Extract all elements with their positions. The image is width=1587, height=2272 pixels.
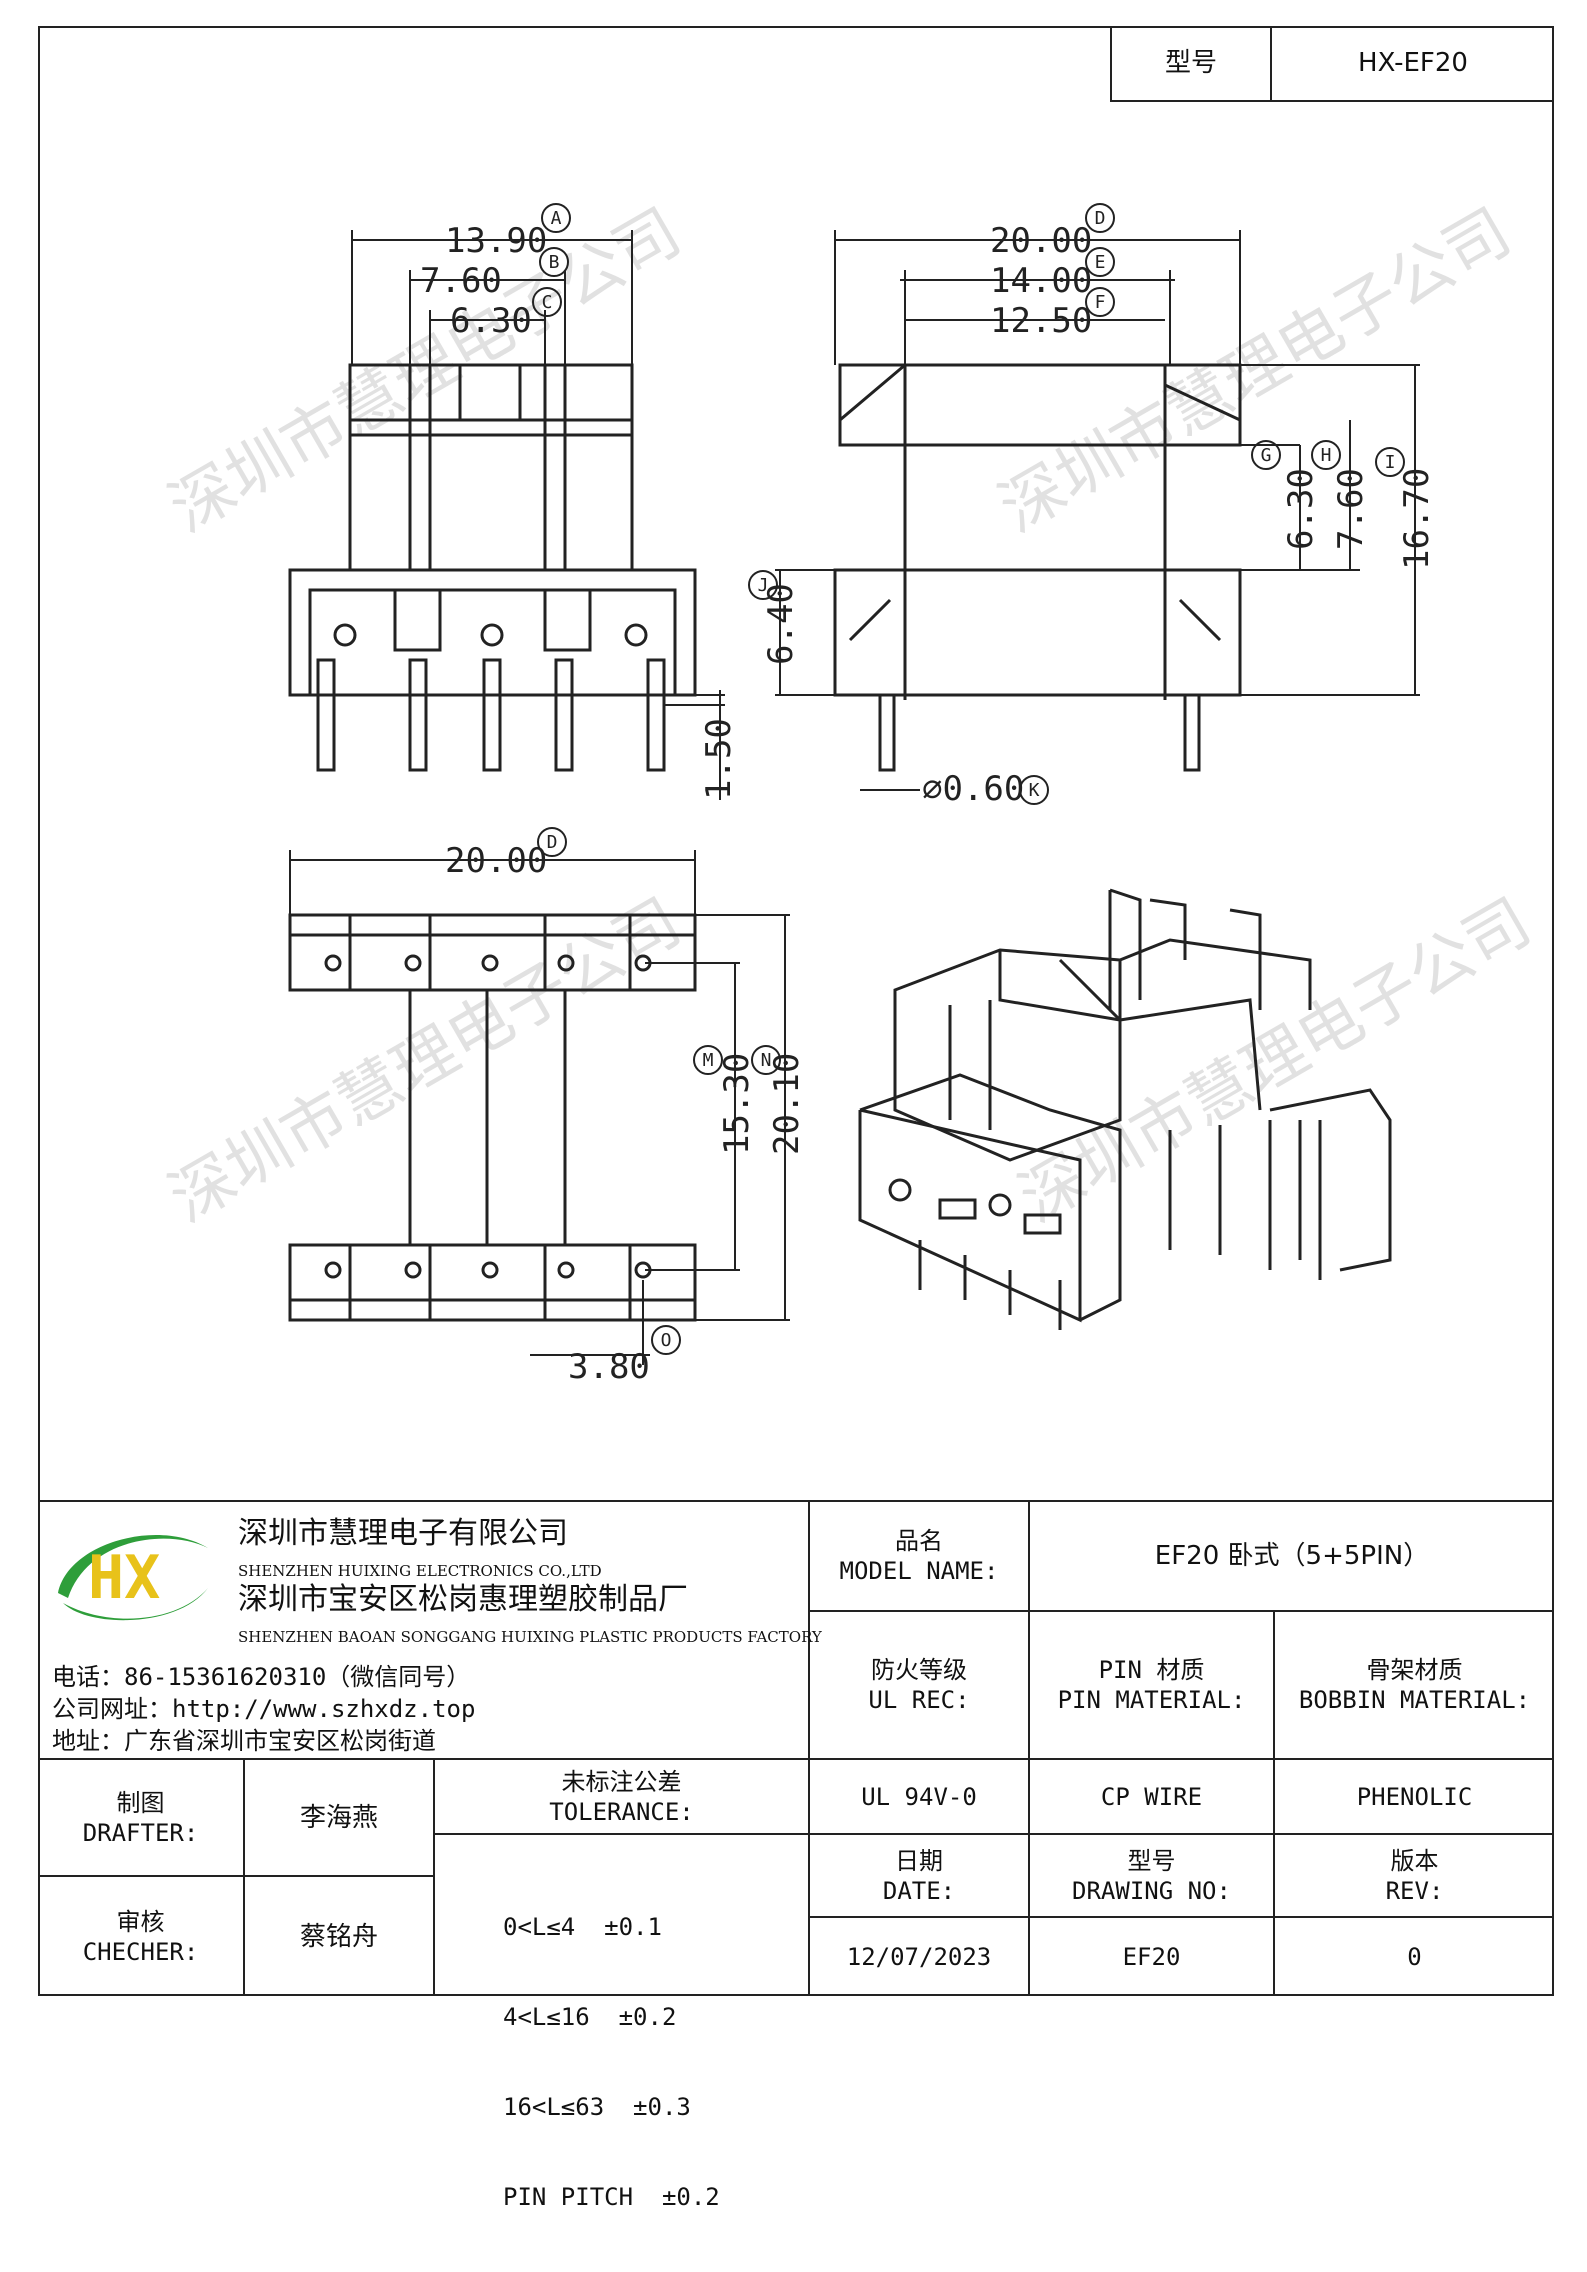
company-address: 地址：广东省深圳市宝安区松岗街道 [52,1727,436,1755]
model-name-label: 品名 MODEL NAME: [839,1527,999,1585]
tag-c: C [542,292,553,313]
tag-h: H [1321,445,1332,466]
side-dim-e: 14.00 [990,261,1092,301]
tolerance-label: 未标注公差 TOLERANCE: [549,1767,694,1826]
front-dim-b: 7.60 [420,261,502,301]
tolerance-list: 0<L≤4 ±0.1 4<L≤16 ±0.2 16<L≤63 ±0.3 PIN … [503,1852,720,2272]
rev-label: 版本 REV: [1385,1846,1444,1905]
front-dim-pin: 1.50 [699,718,739,800]
side-dim-d: 20.00 [990,221,1092,261]
tag-j: J [758,575,769,596]
side-dim-h: 7.60 [1331,468,1371,550]
model-box: 型号 HX-EF20 [1110,26,1554,102]
drafter-label: 制图 DRAFTER: [82,1788,199,1847]
tag-o: O [661,1330,672,1351]
company-name-cn: 深圳市慧理电子有限公司 [238,1516,568,1551]
tag-m: M [703,1050,714,1071]
logo-text: HX [88,1543,160,1613]
tolerance-row: PIN PITCH ±0.2 [503,2183,720,2211]
technical-drawing: 13.90 7.60 6.30 1.50 20.00 14.00 12.50 6… [288,203,1437,1387]
tolerance-row: 0<L≤4 ±0.1 [503,1913,662,1941]
checker-value: 蔡铭舟 [299,1921,378,1952]
pin-material-label: PIN 材质 PIN MATERIAL: [1057,1656,1246,1714]
tag-a: A [551,208,562,229]
tag-d-bottom: D [547,832,558,853]
checker-label: 审核 CHECHER: [82,1907,199,1966]
bobbin-material-value: PHENOLIC [1356,1782,1473,1811]
drawing-no-value: EF20 [1122,1943,1181,1971]
factory-name-en: SHENZHEN BAOAN SONGGANG HUIXING PLASTIC … [238,1628,822,1646]
bobbin-material-label: 骨架材质 BOBBIN MATERIAL: [1298,1656,1531,1714]
bottom-view [288,913,697,1322]
rev-value: 0 [1407,1943,1422,1971]
tag-d: D [1095,208,1106,229]
drafter-value: 李海燕 [299,1802,378,1833]
front-dim-c: 6.30 [450,301,532,341]
tag-g: G [1261,445,1272,466]
tag-b: B [549,252,560,273]
company-logo: HX [58,1535,208,1621]
front-dim-a: 13.90 [445,221,547,261]
side-dim-f: 12.50 [990,301,1092,341]
company-phone: 电话：86-15361620310（微信同号） [52,1663,471,1691]
drawing-no-label: 型号 DRAWING NO: [1072,1846,1231,1905]
isometric-view [858,888,1392,1330]
company-name-en: SHENZHEN HUIXING ELECTRONICS CO.,LTD [238,1562,602,1580]
side-dim-i: 16.70 [1397,468,1437,570]
tag-k: K [1029,780,1040,801]
tag-e: E [1095,252,1106,273]
side-dim-k: ⌀0.60 [922,769,1024,809]
side-view [833,363,1242,772]
factory-name-cn: 深圳市宝安区松岗惠理塑胶制品厂 [238,1582,688,1617]
tag-n: N [761,1050,772,1071]
ul-rec-label: 防火等级 UL REC: [868,1656,970,1714]
bottom-dim-d: 20.00 [445,841,547,881]
date-value: 12/07/2023 [846,1943,992,1971]
ul-rec-value: UL 94V-0 [861,1782,977,1811]
model-value: HX-EF20 [1358,48,1468,78]
title-block: HX 深圳市慧理电子有限公司 SHENZHEN HUIXING ELECTRON… [38,1500,1554,2211]
model-name-value: EF20 卧式（5+5PIN） [1154,1541,1430,1571]
tolerance-row: 16<L≤63 ±0.3 [503,2093,691,2121]
side-dim-g: 6.30 [1281,468,1321,550]
side-dim-j: 6.40 [761,583,801,665]
drawing-frame [38,26,1554,1996]
company-website[interactable]: 公司网址：http://www.szhxdz.top [52,1695,476,1723]
pin-material-value: CP WIRE [1100,1782,1203,1811]
model-label: 型号 [1164,48,1217,78]
bottom-dim-m: 15.30 [717,1053,757,1155]
tolerance-row: 4<L≤16 ±0.2 [503,2003,677,2031]
date-label: 日期 DATE: [882,1846,956,1905]
bottom-dim-n: 20.10 [767,1053,807,1155]
tag-i: I [1385,452,1396,473]
tag-f: F [1095,292,1106,313]
front-view [288,363,697,772]
bottom-dim-o: 3.80 [568,1347,650,1387]
